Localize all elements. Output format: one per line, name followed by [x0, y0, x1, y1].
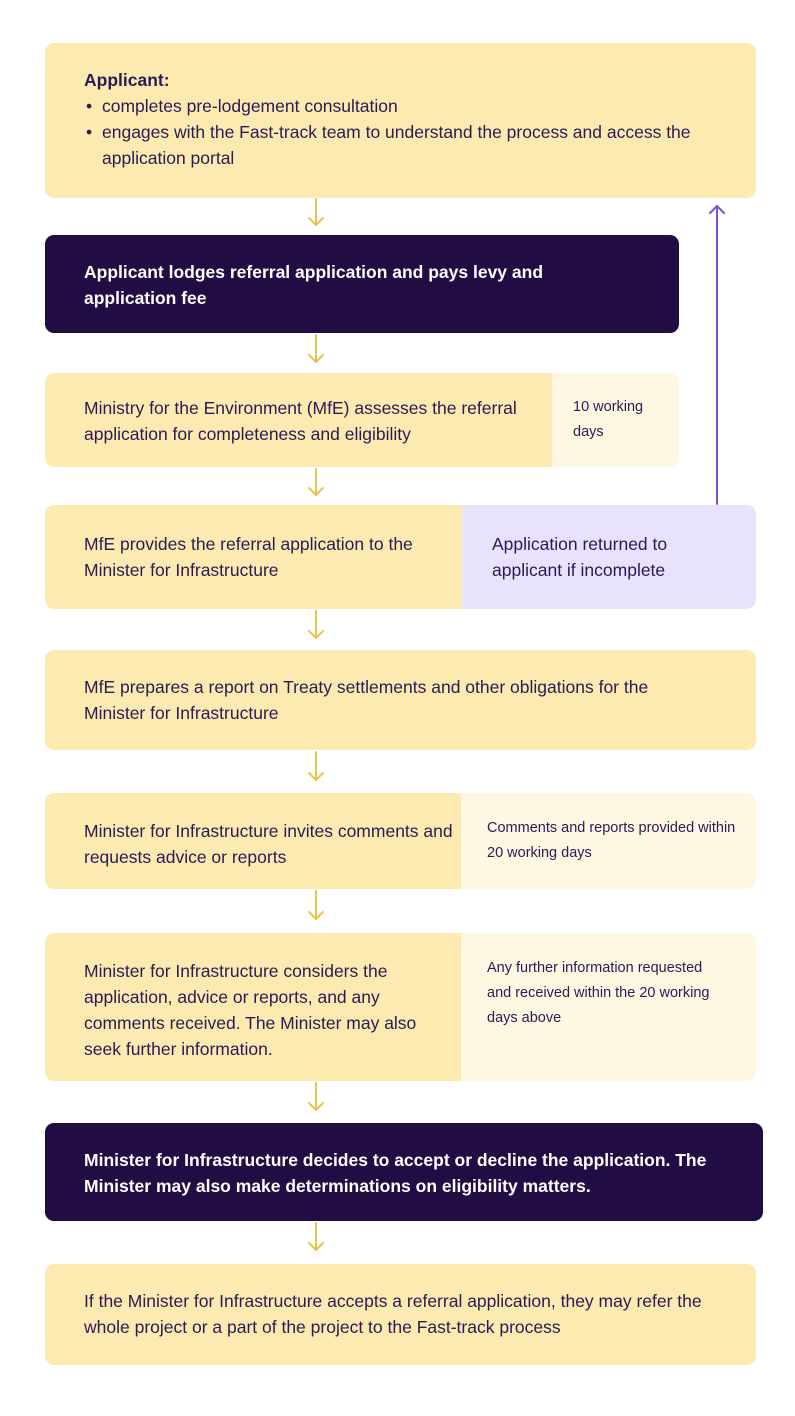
arrow-down-icon [308, 890, 324, 920]
arrow-up-icon [709, 205, 725, 505]
step-report-text: MfE prepares a report on Treaty settleme… [84, 677, 649, 723]
step-provide-main [45, 505, 462, 609]
step-invite-timeframe: Comments and reports provided within 20 … [487, 820, 736, 861]
step-assess-text: Ministry for the Environment (MfE) asses… [84, 398, 517, 444]
step-consider-text: Minister for Infrastructure considers th… [84, 961, 417, 1059]
bullet-item: completes pre-lodgement consultation [84, 93, 704, 119]
step-consider-box: Minister for Infrastructure considers th… [45, 933, 756, 1081]
step-decide-box: Minister for Infrastructure decides to a… [45, 1123, 763, 1221]
step-lodge-box: Applicant lodges referral application an… [45, 235, 679, 333]
step-invite-main [45, 793, 461, 889]
bullet-item: engages with the Fast-track team to unde… [84, 119, 704, 171]
step-invite-text: Minister for Infrastructure invites comm… [84, 821, 453, 867]
step-assess-box: Ministry for the Environment (MfE) asses… [45, 373, 679, 467]
step-assess-main [45, 373, 552, 467]
step-report-box: MfE prepares a report on Treaty settleme… [45, 650, 756, 750]
step-provide-text: MfE provides the referral application to… [84, 534, 413, 580]
arrow-down-icon [308, 468, 324, 496]
arrow-down-icon [308, 751, 324, 781]
step-applicant-bullets: completes pre-lodgement consultation eng… [84, 93, 704, 171]
step-assess-note-panel [552, 373, 679, 467]
step-applicant-heading: Applicant: [84, 70, 170, 90]
arrow-down-icon [308, 1222, 324, 1251]
step-consider-note-panel [461, 933, 756, 1081]
step-consider-main [45, 933, 461, 1081]
step-invite-box: Minister for Infrastructure invites comm… [45, 793, 756, 889]
step-return-panel [462, 505, 756, 609]
step-invite-note-panel [461, 793, 756, 889]
arrow-down-icon [308, 198, 324, 226]
arrow-down-icon [308, 334, 324, 363]
step-return-text: Application returned to applicant if inc… [492, 534, 668, 580]
step-decide-text: Minister for Infrastructure decides to a… [84, 1150, 707, 1196]
arrow-down-icon [308, 610, 324, 639]
step-lodge-text: Applicant lodges referral application an… [84, 262, 544, 308]
step-refer-text: If the Minister for Infrastructure accep… [84, 1291, 702, 1337]
arrow-down-icon [308, 1082, 324, 1111]
step-applicant-box: Applicant: completes pre-lodgement consu… [45, 43, 756, 198]
step-provide-box: MfE provides the referral application to… [45, 505, 756, 609]
step-applicant-content: Applicant: completes pre-lodgement consu… [84, 67, 704, 171]
step-consider-timeframe: Any further information requested and re… [487, 960, 710, 1026]
step-refer-box: If the Minister for Infrastructure accep… [45, 1264, 756, 1365]
step-assess-timeframe: 10 working days [573, 399, 644, 440]
